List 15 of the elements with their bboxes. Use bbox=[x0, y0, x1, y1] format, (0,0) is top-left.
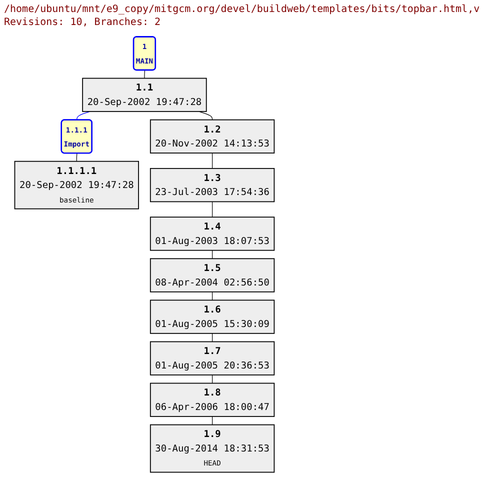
node-box: 1.8 06-Apr-2006 18:00:47 bbox=[150, 382, 275, 417]
connector bbox=[198, 111, 213, 120]
node-box: 1.7 01-Aug-2005 20:36:53 bbox=[150, 341, 275, 376]
connector bbox=[144, 70, 146, 79]
connector bbox=[212, 201, 213, 218]
revision-summary: Revisions: 10, Branches: 2 bbox=[4, 16, 162, 29]
node-box: 1.4 01-Aug-2003 18:07:53 bbox=[150, 216, 275, 251]
file-path-title: /home/ubuntu/mnt/e9_copy/mitgcm.org/devel/buildweb/templates/bits/topbar.html,v bbox=[4, 3, 480, 16]
node-box: 1.5 08-Apr-2004 02:56:50 bbox=[150, 258, 275, 292]
node-box: 1.1 20-Sep-2002 19:47:28 bbox=[82, 78, 207, 112]
connector bbox=[212, 152, 213, 169]
node-box: 1.3 23-Jul-2003 17:54:36 bbox=[150, 168, 275, 202]
node-box: 1.2 20-Nov-2002 14:13:53 bbox=[150, 119, 275, 154]
connector bbox=[76, 111, 90, 120]
node-box: 1.6 01-Aug-2005 15:30:09 bbox=[150, 300, 275, 334]
